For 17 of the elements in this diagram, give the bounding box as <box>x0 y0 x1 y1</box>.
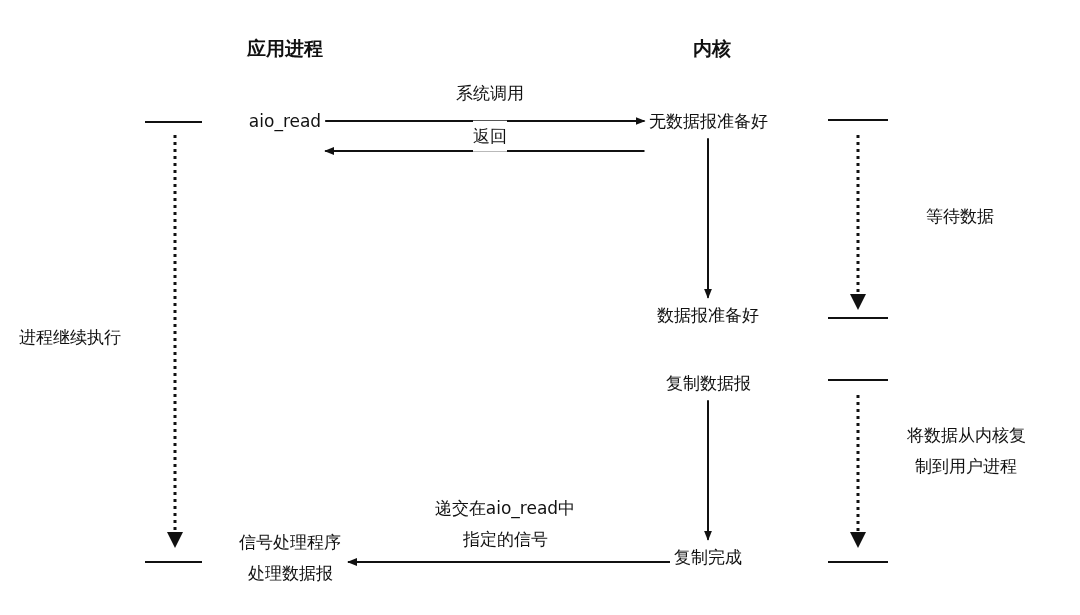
process-text: 数据报准备好 <box>657 299 759 331</box>
process-text: aio_read <box>248 105 322 137</box>
arrow <box>347 558 671 566</box>
arrow <box>704 399 712 541</box>
column-heading: 应用进程 <box>247 35 323 61</box>
phase-label: 将数据从内核复制到用户进程 <box>905 424 1027 478</box>
phase-label: 进程继续执行 <box>19 325 121 349</box>
arrow <box>324 147 646 155</box>
column-heading: 内核 <box>693 35 731 61</box>
arrow <box>704 137 712 299</box>
process-text: 无数据报准备好 <box>648 105 768 137</box>
process-text: 复制完成 <box>674 541 742 573</box>
edge-label: 返回 <box>473 120 507 152</box>
process-text: 信号处理程序处理数据报 <box>236 527 344 589</box>
arrow <box>324 117 646 125</box>
phase-label: 等待数据 <box>926 204 994 228</box>
process-text: 复制数据报 <box>665 367 751 399</box>
